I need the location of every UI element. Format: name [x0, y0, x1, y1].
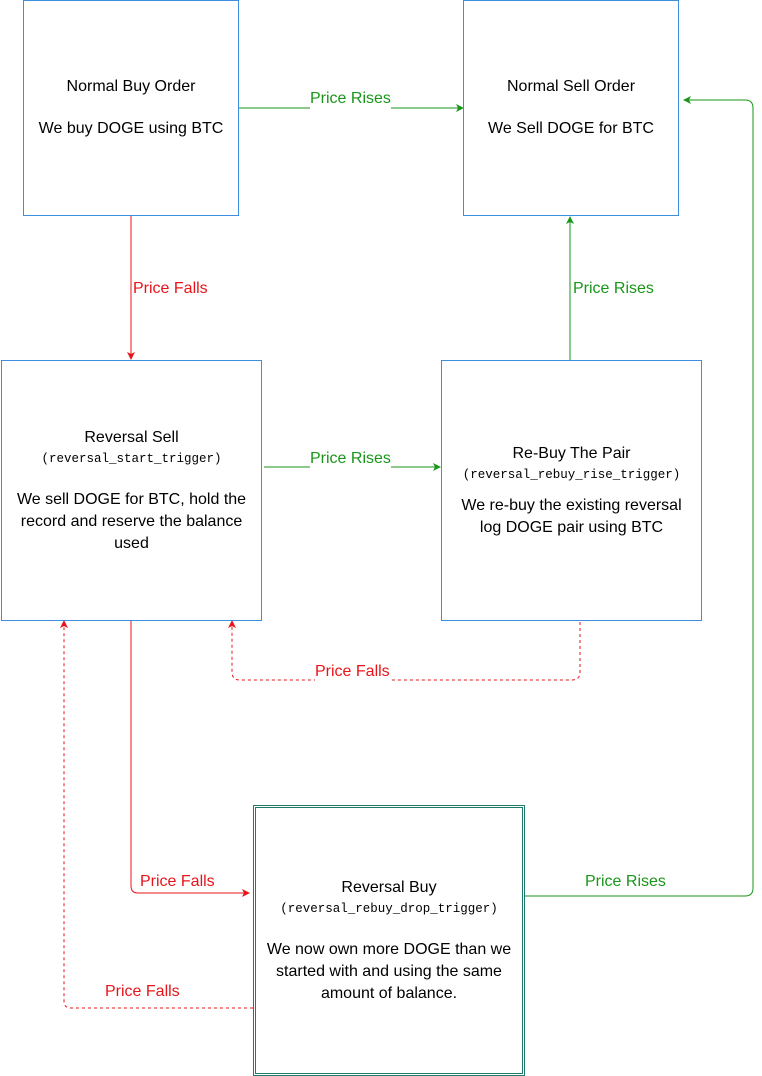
node-normal-buy-order[interactable]: Normal Buy Order We buy DOGE using BTC: [23, 0, 239, 216]
edge-label-price-rises: Price Rises: [310, 89, 391, 109]
node-trigger: (reversal_rebuy_drop_trigger): [280, 901, 498, 916]
node-title: Reversal Sell: [84, 428, 179, 446]
edge-label-price-rises: Price Rises: [310, 449, 391, 469]
edge-label-price-falls: Price Falls: [105, 982, 180, 1002]
edge-label-price-falls: Price Falls: [315, 662, 390, 682]
edge-reversal-buy-to-reversal-sell: [60, 620, 253, 1009]
edge-label-price-rises: Price Rises: [573, 279, 654, 299]
edge-label-price-rises: Price Rises: [585, 872, 666, 892]
node-title: Reversal Buy: [341, 878, 437, 896]
node-trigger: (reversal_rebuy_rise_trigger): [462, 467, 681, 482]
edge-rebuy-pair-to-reversal-sell: [228, 620, 581, 681]
edge-label-price-falls: Price Falls: [140, 872, 215, 892]
node-title: Normal Buy Order: [66, 78, 196, 95]
node-description: We buy DOGE using BTC: [38, 120, 224, 137]
node-description: We Sell DOGE for BTC: [488, 120, 654, 137]
node-trigger: (reversal_start_trigger): [41, 451, 222, 466]
edge-label-price-falls: Price Falls: [133, 279, 208, 299]
node-title: Re-Buy The Pair: [512, 444, 631, 462]
node-description: We now own more DOGE than we started wit…: [266, 940, 512, 1002]
node-reversal-sell[interactable]: Reversal Sell (reversal_start_trigger) W…: [1, 360, 262, 621]
node-description: We sell DOGE for BTC, hold the record an…: [16, 490, 247, 552]
node-reversal-buy[interactable]: Reversal Buy (reversal_rebuy_drop_trigge…: [253, 805, 525, 1076]
node-rebuy-the-pair[interactable]: Re-Buy The Pair (reversal_rebuy_rise_tri…: [441, 360, 702, 621]
edge-reversal-buy-to-normal-sell: [525, 96, 754, 897]
node-normal-sell-order[interactable]: Normal Sell Order We Sell DOGE for BTC: [463, 0, 679, 216]
node-title: Normal Sell Order: [506, 78, 636, 95]
edge-reversal-sell-to-reversal-buy: [130, 621, 250, 897]
node-description: We re-buy the existing reversal log DOGE…: [461, 496, 682, 536]
